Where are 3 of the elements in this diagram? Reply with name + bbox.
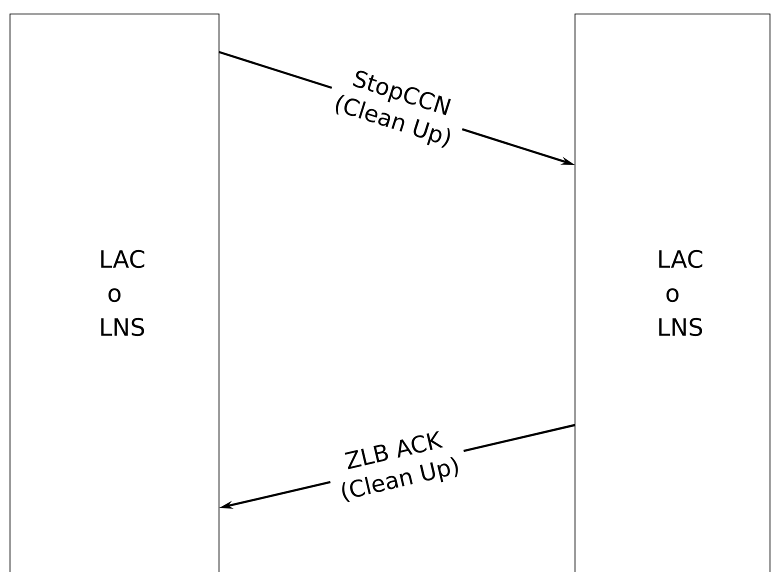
station-box: LAC o LNS xyxy=(10,14,220,572)
edge-label: ZLB ACK (Clean Up) xyxy=(342,430,458,502)
station-box: LAC o LNS xyxy=(574,14,770,572)
